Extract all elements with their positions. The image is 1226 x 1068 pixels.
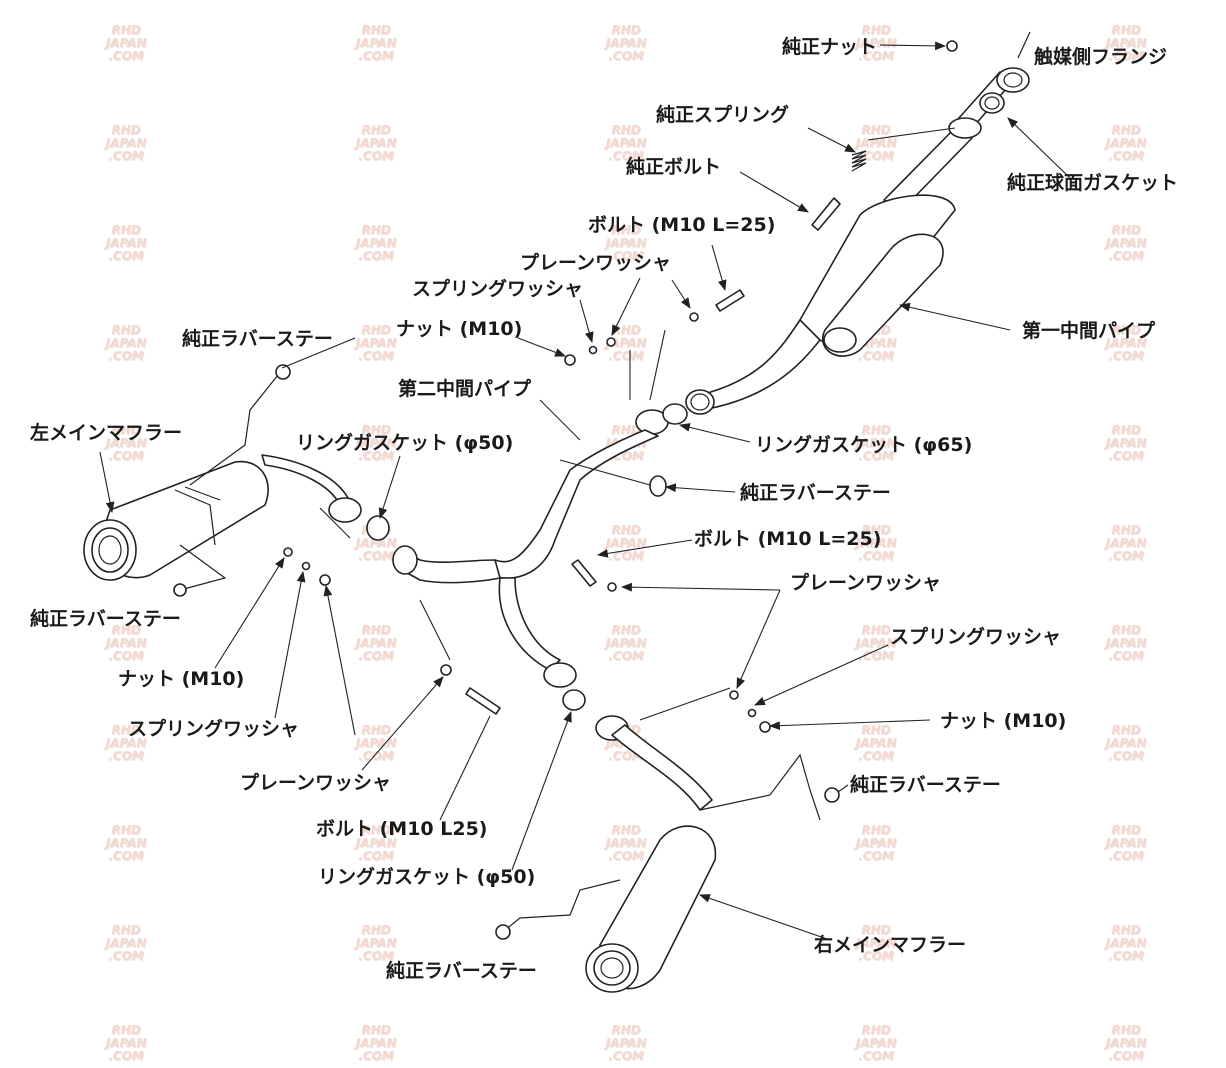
second-mid-pipe [392,403,688,688]
label-second-mid-pipe: 第二中間パイプ [398,378,532,400]
left-fasteners [283,547,586,715]
label-ring-gasket-65: リングガスケット (φ65) [755,434,973,456]
label-left-main-muffler: 左メインマフラー [30,422,183,444]
label-nut-m10-top: ナット (M10) [396,318,523,340]
label-bolt-m10-l25-top: ボルト (M10 L=25) [588,214,776,236]
label-spring-washer-right: スプリングワッシャ [890,626,1062,648]
label-oem-rubber-stay-top-left: 純正ラバーステー [182,328,333,350]
right-main-muffler [495,715,840,993]
label-plain-washer-left: プレーンワッシャ [240,772,392,794]
label-oem-bolt: 純正ボルト [626,156,722,178]
right-fasteners [571,559,771,733]
label-oem-rubber-stay-right: 純正ラバーステー [850,774,1001,796]
label-oem-rubber-stay-left: 純正ラバーステー [30,608,181,630]
oem-spring-bolt [811,150,867,231]
label-ring-gasket-50-bottom: リングガスケット (φ50) [318,866,536,888]
label-plain-washer-top: プレーンワッシャ [520,252,672,274]
label-first-mid-pipe: 第一中間パイプ [1022,320,1156,342]
label-oem-spring: 純正スプリング [656,104,790,126]
label-bolt-m10-l25-bottom: ボルト (M10 L25) [316,818,488,840]
label-bolt-m10-l25-mid: ボルト (M10 L=25) [694,528,882,550]
label-plain-washer-right: プレーンワッシャ [790,572,942,594]
label-oem-spherical-gasket: 純正球面ガスケット [1007,172,1179,194]
label-oem-nut: 純正ナット [782,36,878,58]
label-oem-rubber-stay-bottom: 純正ラバーステー [386,960,537,982]
left-main-muffler [83,364,390,597]
label-nut-m10-right: ナット (M10) [940,710,1067,732]
catalyst-flange-group [946,31,1031,139]
label-oem-rubber-stay-mid: 純正ラバーステー [740,482,891,504]
top-center-fasteners [564,289,745,497]
leader-lines [99,41,1071,941]
label-right-main-muffler: 右メインマフラー [814,934,967,956]
label-ring-gasket-50-left: リングガスケット (φ50) [296,432,514,454]
label-spring-washer-left: スプリングワッシャ [128,718,300,740]
label-spring-washer-top: スプリングワッシャ [412,278,584,300]
label-nut-m10-left: ナット (M10) [118,668,245,690]
label-catalyst-flange: 触媒側フランジ [1034,46,1168,68]
first-mid-pipe [685,71,1013,415]
